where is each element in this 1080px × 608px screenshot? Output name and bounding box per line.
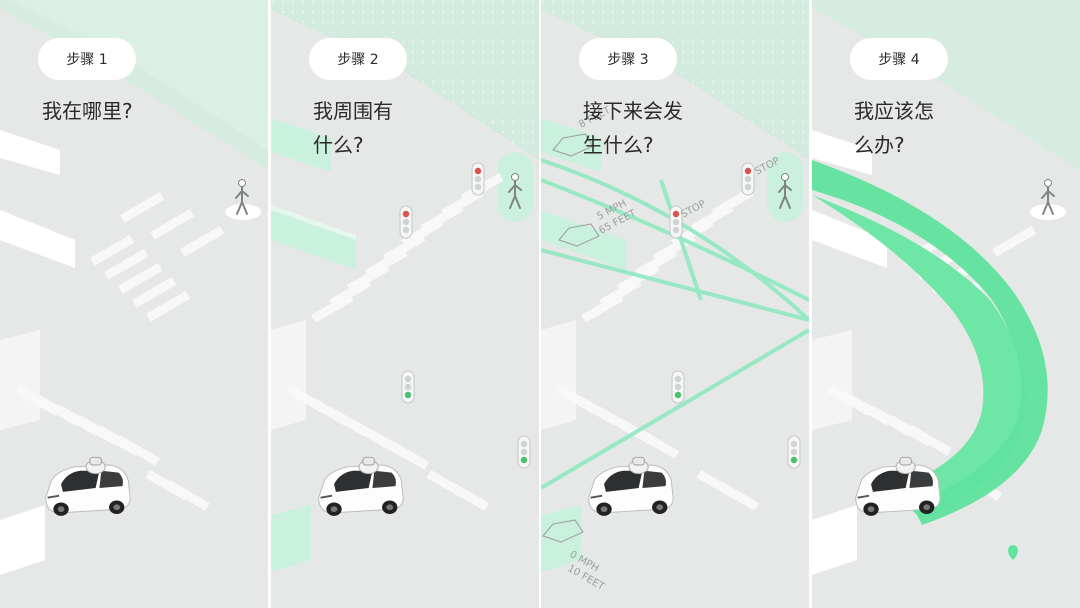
traffic-light-icon (401, 370, 415, 404)
step-question: 我周围有什么? (313, 99, 393, 157)
traffic-light-icon (671, 370, 685, 404)
planned-path (812, 160, 1026, 520)
step-label: 步骤 1 (38, 38, 136, 80)
curb-block (0, 130, 60, 175)
highlighted-vehicle (271, 210, 356, 270)
curb-block (0, 210, 75, 268)
scene-step-4 (812, 0, 1080, 575)
autonomous-car (44, 456, 132, 517)
crosswalk (581, 188, 754, 323)
scene-step-2 (271, 0, 539, 572)
step-question: 我应该怎么办? (854, 99, 934, 157)
crosswalk (286, 385, 490, 511)
panel-step-2: 步骤 2 我周围有什么? (271, 0, 539, 608)
panel-step-4: 步骤 4 我应该怎么办? (812, 0, 1080, 608)
step-label: 步骤 4 (850, 38, 948, 80)
traffic-light-icon (517, 435, 531, 469)
step-question: 我在哪里? (42, 99, 133, 123)
highlighted-object (271, 118, 331, 172)
autonomous-car (317, 456, 405, 517)
autonomous-car (587, 456, 675, 517)
step-label: 步骤 2 (309, 38, 407, 80)
stop-annotation: STOP (679, 199, 707, 221)
sidewalk (0, 330, 40, 430)
panel-step-3: STOP STOP 5 MPH 65 FEET 8 FEET 0 MPH 10 … (541, 0, 809, 608)
crosswalk (89, 192, 225, 322)
autonomous-car (854, 456, 942, 517)
predicted-path (541, 158, 809, 490)
traffic-light-icon (787, 435, 801, 469)
step-question: 接下来会发生什么? (583, 99, 683, 157)
destination-pin-icon (1008, 545, 1018, 560)
scene-step-3: STOP STOP 5 MPH 65 FEET 8 FEET 0 MPH 10 … (541, 0, 809, 593)
predicted-vehicle-outline (541, 133, 600, 543)
crosswalk (556, 385, 760, 511)
step-label: 步骤 3 (579, 38, 677, 80)
crosswalk (15, 385, 210, 511)
panel-step-1: 步骤 1 我在哪里? (0, 0, 268, 608)
scene-step-1 (0, 0, 268, 575)
